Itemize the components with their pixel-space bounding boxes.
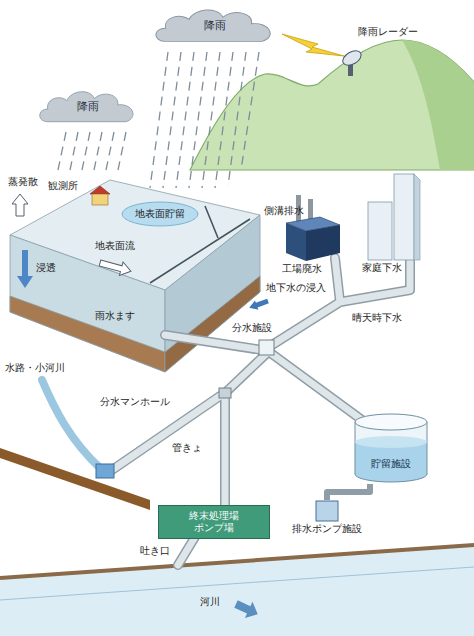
evaporation-arrow xyxy=(12,194,28,216)
part-label: 雨水ます xyxy=(95,310,135,322)
factory-wall xyxy=(306,225,340,261)
surface-flow-arrow xyxy=(98,256,133,278)
part-label: 側溝排水 xyxy=(264,205,304,217)
radar-dish xyxy=(340,48,363,76)
observatory-house xyxy=(92,194,108,205)
part-label: 浸透 xyxy=(36,262,56,274)
part-label: 地表面貯留 xyxy=(135,208,185,220)
rain-cloud: 降雨 xyxy=(35,86,141,128)
diversion-box xyxy=(259,340,274,355)
tank-shape xyxy=(352,412,430,484)
cloud-shape xyxy=(156,10,270,41)
river xyxy=(0,567,474,600)
rain xyxy=(58,132,126,170)
ground-block xyxy=(10,235,165,372)
sewer-pipe xyxy=(112,258,410,565)
ground-block xyxy=(10,296,165,372)
part-label: 観測所 xyxy=(48,180,78,192)
side-ditch xyxy=(150,219,250,283)
surface-flow-arrow xyxy=(98,256,133,278)
part-label: 降雨レーダー xyxy=(358,26,418,38)
stream xyxy=(42,380,100,468)
node-text: 降雨 xyxy=(204,19,226,32)
cloud-shape xyxy=(40,92,133,122)
node-text: 終末処理場 xyxy=(169,510,259,522)
side-ditch xyxy=(205,206,218,238)
building-wall xyxy=(368,202,392,260)
river xyxy=(0,545,474,578)
part-label: 晴天時下水 xyxy=(352,312,402,324)
node-text: 貯留施設 xyxy=(371,458,411,470)
observatory-house xyxy=(90,186,110,205)
building-side xyxy=(414,174,420,260)
part-label: 地表面流 xyxy=(95,240,135,252)
outfall-box xyxy=(96,464,114,478)
tank-shape xyxy=(355,414,427,430)
pump-box xyxy=(315,500,339,522)
treatment-plant: 終末処理場ポンプ場 xyxy=(158,505,270,539)
node-text: 家庭下水 xyxy=(362,262,424,274)
tank-water xyxy=(355,436,427,448)
evaporation-arrow xyxy=(12,194,28,216)
pond xyxy=(122,202,198,226)
outfall-box xyxy=(96,464,114,478)
rain-cloud: 降雨 xyxy=(150,4,280,48)
part-label: 吐き口 xyxy=(140,545,170,557)
building-icon xyxy=(362,172,424,262)
groundwater-arrow xyxy=(247,296,269,312)
houses: 家庭下水 xyxy=(362,172,424,274)
river-flow-arrow xyxy=(232,596,261,622)
diversion-manhole xyxy=(219,388,231,398)
part-label: 蒸発散 xyxy=(8,176,38,188)
building-wall xyxy=(394,174,414,260)
node-text: 降雨 xyxy=(77,100,99,113)
pipe-connector xyxy=(327,484,370,500)
pump-box xyxy=(316,501,338,521)
pump-facility: 排水ポンプ施設 xyxy=(290,500,364,535)
storage-tank: 貯留施設 xyxy=(352,412,430,484)
rain xyxy=(150,52,259,188)
radar-dish xyxy=(340,48,363,68)
node-text: 工場廃水 xyxy=(282,263,344,275)
part-label: 分水施設 xyxy=(232,322,272,334)
lightning xyxy=(282,34,344,56)
pond xyxy=(122,202,198,226)
part-label: 分水マンホール xyxy=(100,396,170,408)
node-text: 排水ポンプ施設 xyxy=(290,523,364,535)
part-label: 河川 xyxy=(200,596,220,608)
sewer-pipe xyxy=(112,258,410,565)
stream xyxy=(42,380,100,468)
part-label: 地下水の浸入 xyxy=(266,282,326,294)
diversion-box xyxy=(259,340,274,355)
part-label: 水路・小河川 xyxy=(5,362,65,374)
factory-wall xyxy=(286,223,306,261)
diversion-manhole xyxy=(219,388,231,398)
river-flow-arrow xyxy=(232,596,261,622)
node-text: ポンプ場 xyxy=(169,522,259,534)
river xyxy=(0,545,474,636)
groundwater-arrow xyxy=(247,296,269,312)
infiltration-arrow xyxy=(17,250,33,288)
observatory-house xyxy=(90,186,110,194)
part-label: 管きょ xyxy=(172,442,202,454)
lightning xyxy=(282,34,344,56)
infiltration-arrow xyxy=(17,250,33,288)
river xyxy=(0,545,474,636)
sewer-pipe xyxy=(112,258,410,565)
mountain xyxy=(402,40,474,170)
